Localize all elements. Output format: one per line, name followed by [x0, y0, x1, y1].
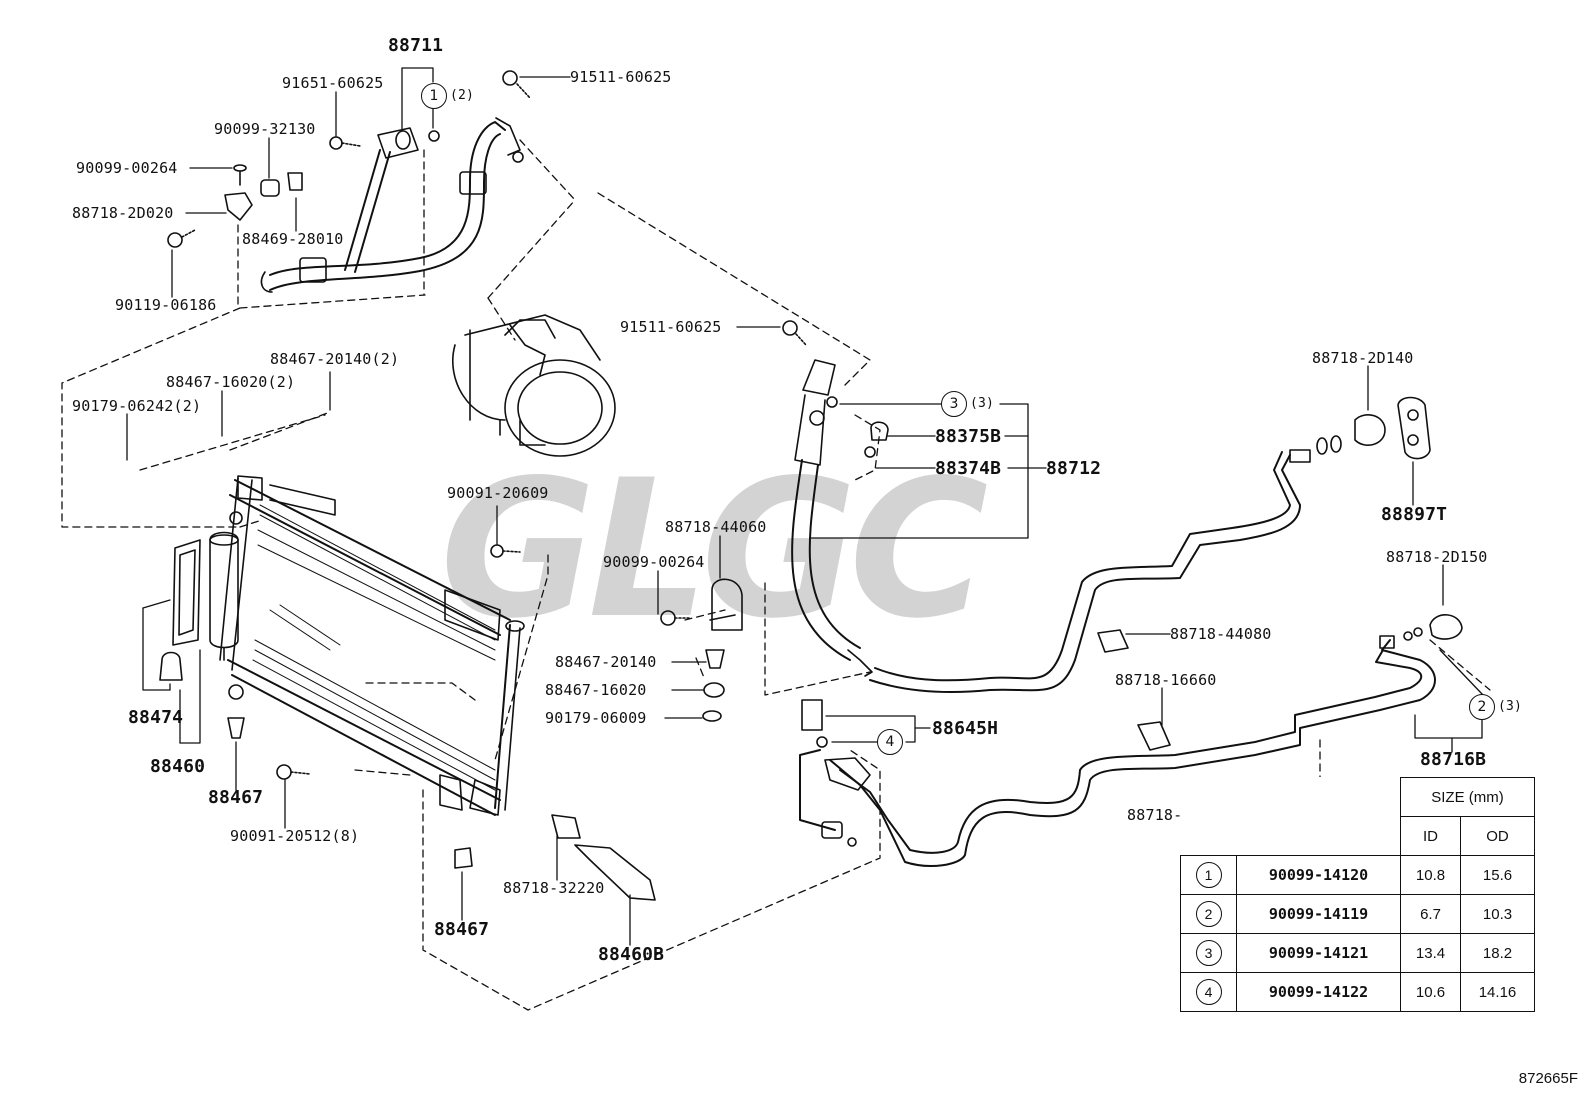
label-88467-16020: 88467-16020 [545, 681, 647, 699]
callout-circle-2: 2 [1469, 694, 1495, 720]
table-ref-cell: 4 [1180, 972, 1237, 1012]
label-88375B: 88375B [935, 426, 1002, 447]
table-row: 4 90099-14122 10.6 14.16 [1180, 972, 1535, 1012]
ref-circle-2: 2 [1195, 901, 1222, 927]
ref-circle-1: 1 [1195, 862, 1222, 888]
label-88467-16020-2: 88467-16020(2) [166, 373, 296, 391]
table-part-cell: 90099-14120 [1236, 855, 1401, 895]
label-90099-00264: 90099-00264 [76, 159, 178, 177]
table-id-cell: 13.4 [1400, 933, 1461, 973]
ref-circle-4: 4 [1195, 979, 1222, 1005]
table-row: 1 90099-14120 10.8 15.6 [1180, 855, 1535, 895]
table-row: 2 90099-14119 6.7 10.3 [1180, 894, 1535, 934]
label-88645H: 88645H [932, 718, 999, 739]
label-88467-a: 88467 [208, 787, 264, 808]
bottom-bracket-parts [454, 814, 656, 901]
label-90091-20512-8: 90091-20512(8) [230, 827, 360, 845]
label-88718-2D150: 88718-2D150 [1386, 548, 1488, 566]
compressor-illustration [452, 314, 616, 457]
table-row: 3 90099-14121 13.4 18.2 [1180, 933, 1535, 973]
table-part-cell: 90099-14119 [1236, 894, 1401, 934]
label-88711: 88711 [388, 35, 444, 56]
label-88712: 88712 [1046, 458, 1102, 479]
label-88374B: 88374B [935, 458, 1002, 479]
table-od-cell: 14.16 [1460, 972, 1535, 1012]
table-id-cell: 10.6 [1400, 972, 1461, 1012]
label-90179-06009: 90179-06009 [545, 709, 647, 727]
label-88718-2D140: 88718-2D140 [1312, 349, 1414, 367]
discharge-hose-assy [782, 320, 889, 677]
label-88718-2D020: 88718-2D020 [72, 204, 174, 222]
table-od-cell: 10.3 [1460, 894, 1535, 934]
condenser-assy [159, 475, 525, 816]
table-id-cell: 10.8 [1400, 855, 1461, 895]
callout-1-qty: (2) [450, 88, 475, 103]
table-ref-cell: 2 [1180, 894, 1237, 934]
label-88467-20140: 88467-20140 [555, 653, 657, 671]
table-ref-cell: 1 [1180, 855, 1237, 895]
label-88469-28010: 88469-28010 [242, 230, 344, 248]
table-od-cell: 18.2 [1460, 933, 1535, 973]
table-blank-cell [1181, 778, 1401, 817]
label-88718-44060: 88718-44060 [665, 518, 767, 536]
label-90091-20609: 90091-20609 [447, 484, 549, 502]
table-od-cell: 15.6 [1460, 855, 1535, 895]
suction-hose-assy [260, 117, 524, 293]
callout-circle-3: 3 [941, 391, 967, 417]
label-88718-32220: 88718-32220 [503, 879, 605, 897]
label-90099-00264-b: 90099-00264 [603, 553, 705, 571]
label-88460B: 88460B [598, 944, 665, 965]
label-88467-20140-2: 88467-20140(2) [270, 350, 400, 368]
label-88718-16660: 88718-16660 [1115, 671, 1217, 689]
small-fasteners-top-left [167, 70, 531, 248]
center-fasteners [660, 578, 743, 722]
label-88474: 88474 [128, 707, 184, 728]
label-90099-32130: 90099-32130 [214, 120, 316, 138]
callout-3-qty: (3) [970, 396, 995, 411]
callout-circle-4: 4 [877, 729, 903, 755]
o-ring-size-table: SIZE (mm) ID OD 1 90099-14120 10.8 15.6 … [1180, 777, 1535, 1012]
label-91651-60625: 91651-60625 [282, 74, 384, 92]
table-header-size: SIZE (mm) [1400, 777, 1535, 817]
table-ref-cell: 3 [1180, 933, 1237, 973]
table-header-id: ID [1400, 816, 1461, 856]
label-91511-60625-mid: 91511-60625 [620, 318, 722, 336]
table-id-cell: 6.7 [1400, 894, 1461, 934]
table-blank-cell [1181, 817, 1401, 856]
label-88897T: 88897T [1381, 504, 1448, 525]
callout-2-qty: (3) [1498, 699, 1523, 714]
label-91511-60625-top: 91511-60625 [570, 68, 672, 86]
label-88467-b: 88467 [434, 919, 490, 940]
label-88460: 88460 [150, 756, 206, 777]
leader-lines [126, 67, 1484, 946]
label-90179-06242-2: 90179-06242(2) [72, 397, 202, 415]
label-88718-44080: 88718-44080 [1170, 625, 1272, 643]
label-90119-06186: 90119-06186 [115, 296, 217, 314]
table-part-cell: 90099-14122 [1236, 972, 1401, 1012]
label-88716B: 88716B [1420, 749, 1487, 770]
ref-circle-3: 3 [1195, 940, 1222, 966]
table-part-cell: 90099-14121 [1236, 933, 1401, 973]
callout-circle-1: 1 [421, 83, 447, 109]
table-header-od: OD [1460, 816, 1535, 856]
drawing-id: 872665F [1518, 1070, 1578, 1087]
